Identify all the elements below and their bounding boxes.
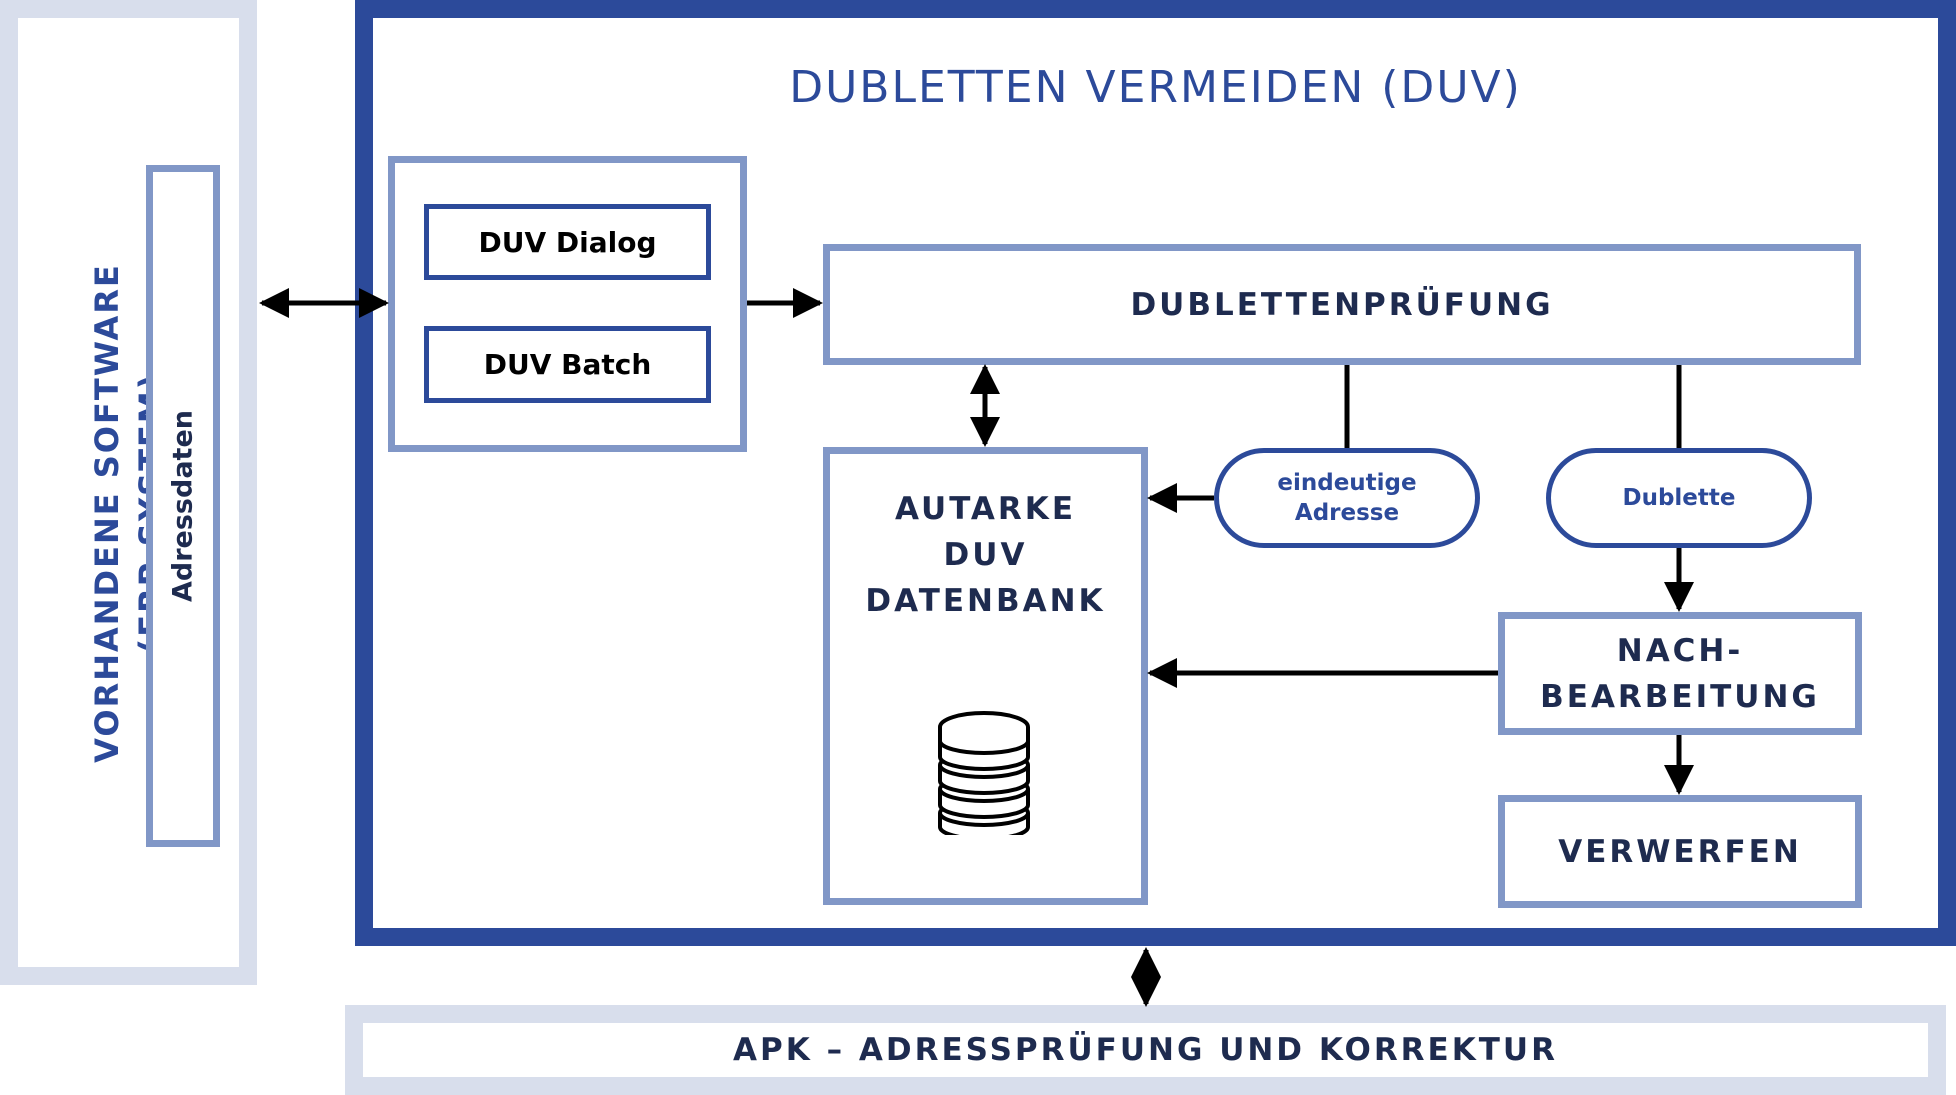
duv-batch-box[interactable]: DUV Batch [424,326,711,403]
datenbank-line1: AUTARKE [894,491,1076,527]
nachbearbeitung-line1: NACH- [1616,632,1744,669]
database-icon [938,711,1030,835]
verwerfen-box: VERWERFEN [1498,795,1862,908]
dublette-pill: Dublette [1546,448,1812,548]
eindeutige-line2: Adresse [1294,500,1400,526]
duv-title: DUBLETTEN VERMEIDEN (DUV) [789,62,1522,113]
dublettenpruefung-box: DUBLETTENPRÜFUNG [823,244,1861,365]
datenbank-line3: DATENBANK [865,583,1106,619]
apk-box: APK – ADRESSPRÜFUNG UND KORREKTUR [345,1005,1946,1095]
eindeutige-adresse-pill: eindeutige Adresse [1214,448,1480,548]
nachbearbeitung-box: NACH- BEARBEITUNG [1498,612,1862,735]
datenbank-title: AUTARKE DUV DATENBANK [830,486,1141,624]
datenbank-line2: DUV [943,537,1028,573]
adressdaten-box: Adressdaten [146,165,220,847]
eindeutige-line1: eindeutige [1277,470,1417,496]
nachbearbeitung-line2: BEARBEITUNG [1540,678,1820,715]
duv-dialog-box[interactable]: DUV Dialog [424,204,711,280]
